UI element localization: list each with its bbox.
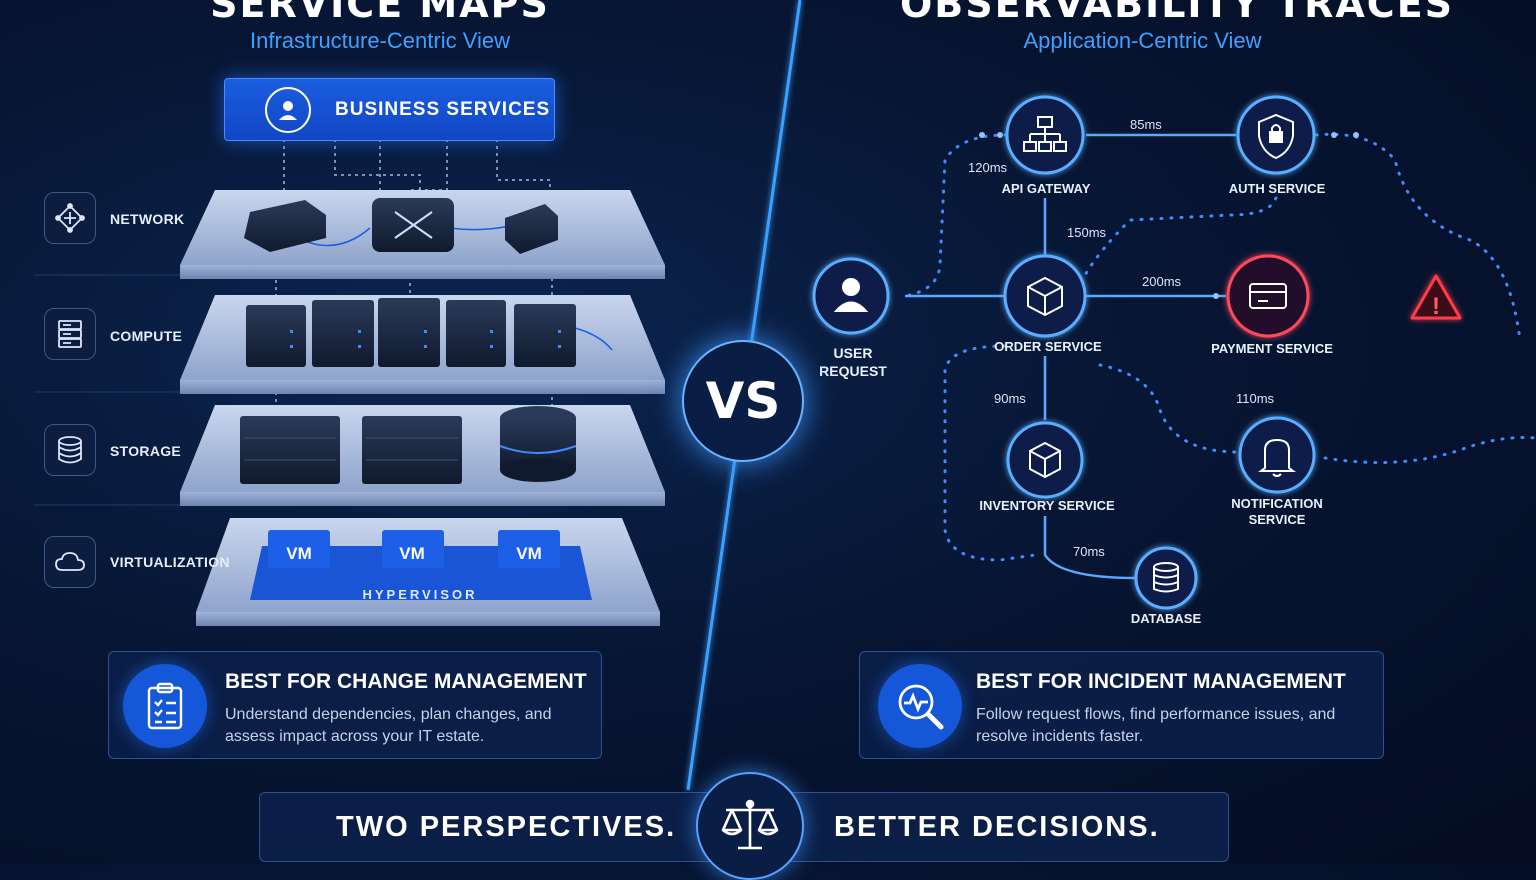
layer-label-compute: COMPUTE <box>110 328 183 344</box>
bottom-right-text: BETTER DECISIONS. <box>834 811 1160 843</box>
incident-card-heading: BEST FOR INCIDENT MANAGEMENT <box>976 670 1346 693</box>
node-label-api-gateway: API GATEWAY <box>1001 181 1091 196</box>
layer-label-virtualization: VIRTUALIZATION <box>110 554 230 570</box>
latency-gateway-auth: 85ms <box>1130 117 1162 132</box>
server-icon <box>44 308 96 360</box>
layer-dividers <box>34 274 180 506</box>
node-label-user-request: USER REQUEST <box>819 345 887 379</box>
change-card-body: Understand dependencies, plan changes, a… <box>225 706 552 745</box>
change-management-card: BEST FOR CHANGE MANAGEMENT Understand de… <box>108 651 602 759</box>
search-pulse-icon <box>878 664 962 748</box>
compute-platform <box>180 295 665 394</box>
payment-node-error <box>1226 254 1310 338</box>
left-subtitle: Infrastructure-Centric View <box>249 28 510 53</box>
left-title: SERVICE MAPS <box>210 0 550 26</box>
latency-order-payment: 200ms <box>1142 274 1182 289</box>
node-label-inventory-service: INVENTORY SERVICE <box>979 498 1115 513</box>
node-label-order-service: ORDER SERVICE <box>994 339 1102 354</box>
node-label-database: DATABASE <box>1130 611 1202 626</box>
layer-label-storage: STORAGE <box>110 443 182 459</box>
network-icon <box>44 192 96 244</box>
business-services-box: BUSINESS SERVICES <box>224 78 555 141</box>
vs-badge: VS <box>682 340 804 462</box>
trace-dotted-paths <box>903 132 1536 562</box>
latency-inventory-database: 70ms <box>1073 544 1105 559</box>
network-platform <box>180 190 665 279</box>
cloud-icon <box>44 536 96 588</box>
right-title: OBSERVABILITY TRACES <box>900 0 1455 26</box>
latency-gateway-order: 150ms <box>1067 225 1107 240</box>
warning-icon <box>1410 274 1462 320</box>
right-subtitle: Application-Centric View <box>1023 28 1262 53</box>
virtualization-platform <box>196 518 660 626</box>
vm-label-3: VM <box>516 544 542 563</box>
trace-solid-paths <box>905 133 1236 580</box>
user-icon <box>265 86 311 133</box>
business-services-label: BUSINESS SERVICES <box>335 98 551 120</box>
latency-order-notification: 110ms <box>1236 391 1275 406</box>
database-icon <box>44 424 96 476</box>
latency-order-inventory: 90ms <box>994 391 1026 406</box>
vm-label-1: VM <box>286 544 312 563</box>
node-label-payment-service: PAYMENT SERVICE <box>1211 341 1333 356</box>
bottom-left-text: TWO PERSPECTIVES. <box>336 811 677 843</box>
node-label-auth-service: AUTH SERVICE <box>1228 181 1326 196</box>
layer-label-network: NETWORK <box>110 211 185 227</box>
change-card-heading: BEST FOR CHANGE MANAGEMENT <box>225 670 587 693</box>
warning-mark: ! <box>1432 293 1440 320</box>
vm-label-2: VM <box>399 544 425 563</box>
latency-user-gateway: 120ms <box>968 160 1008 175</box>
clipboard-icon <box>123 664 207 748</box>
storage-platform <box>180 405 665 506</box>
incident-management-card: BEST FOR INCIDENT MANAGEMENT Follow requ… <box>859 651 1384 759</box>
node-glyphs <box>833 113 1296 593</box>
trace-dots <box>979 132 1359 299</box>
hypervisor-label: HYPERVISOR <box>362 587 478 602</box>
node-label-notification-service: NOTIFICATION SERVICE <box>1231 496 1323 527</box>
incident-card-body: Follow request flows, find performance i… <box>976 706 1336 745</box>
